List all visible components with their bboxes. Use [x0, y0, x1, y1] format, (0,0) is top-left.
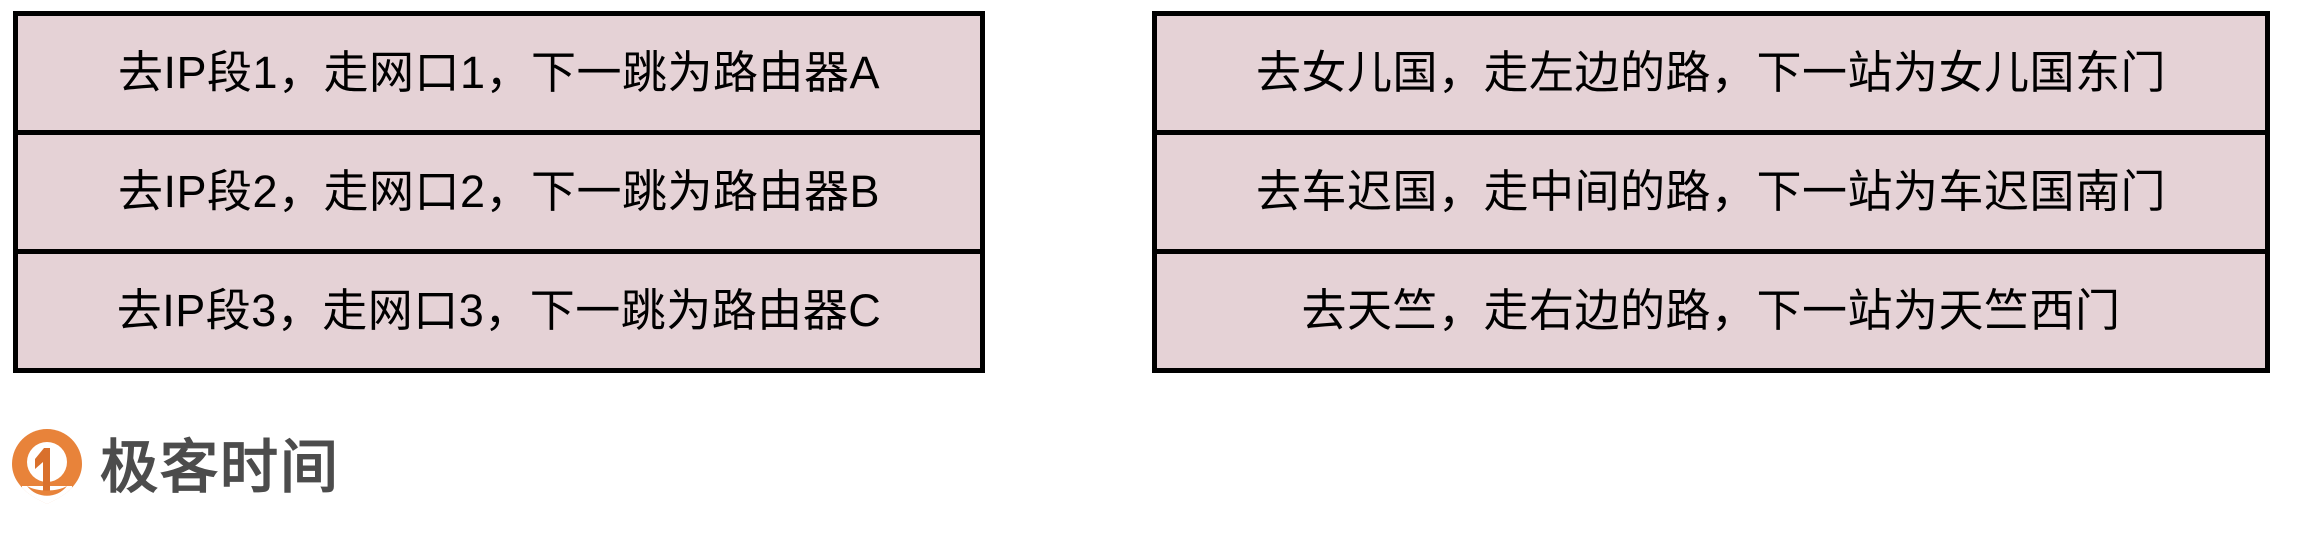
- routing-entry-text: 去IP段2，走网口2，下一跳为路由器B: [117, 166, 881, 218]
- table-row: 去天竺，走右边的路，下一站为天竺西门: [1157, 254, 2265, 368]
- table-row: 去女儿国，走左边的路，下一站为女儿国东门: [1157, 16, 2265, 135]
- routing-entry-text: 去IP段3，走网口3，下一跳为路由器C: [116, 285, 882, 337]
- routing-entry-text: 去IP段1，走网口1，下一跳为路由器A: [117, 47, 881, 99]
- journey-entry-text: 去女儿国，走左边的路，下一站为女儿国东门: [1255, 47, 2166, 99]
- journey-entry-text: 去天竺，走右边的路，下一站为天竺西门: [1301, 285, 2121, 337]
- journey-analogy-table: 去女儿国，走左边的路，下一站为女儿国东门 去车迟国，走中间的路，下一站为车迟国南…: [1152, 11, 2270, 373]
- ip-routing-table: 去IP段1，走网口1，下一跳为路由器A 去IP段2，走网口2，下一跳为路由器B …: [13, 11, 985, 373]
- table-row: 去IP段1，走网口1，下一跳为路由器A: [18, 16, 980, 135]
- brand-watermark: 极客时间: [10, 428, 340, 508]
- geektime-pin-icon: [12, 429, 82, 504]
- brand-name: 极客时间: [100, 435, 341, 500]
- table-row: 去IP段3，走网口3，下一跳为路由器C: [18, 254, 980, 368]
- table-row: 去车迟国，走中间的路，下一站为车迟国南门: [1157, 135, 2265, 254]
- journey-entry-text: 去车迟国，走中间的路，下一站为车迟国南门: [1255, 166, 2166, 218]
- table-row: 去IP段2，走网口2，下一跳为路由器B: [18, 135, 980, 254]
